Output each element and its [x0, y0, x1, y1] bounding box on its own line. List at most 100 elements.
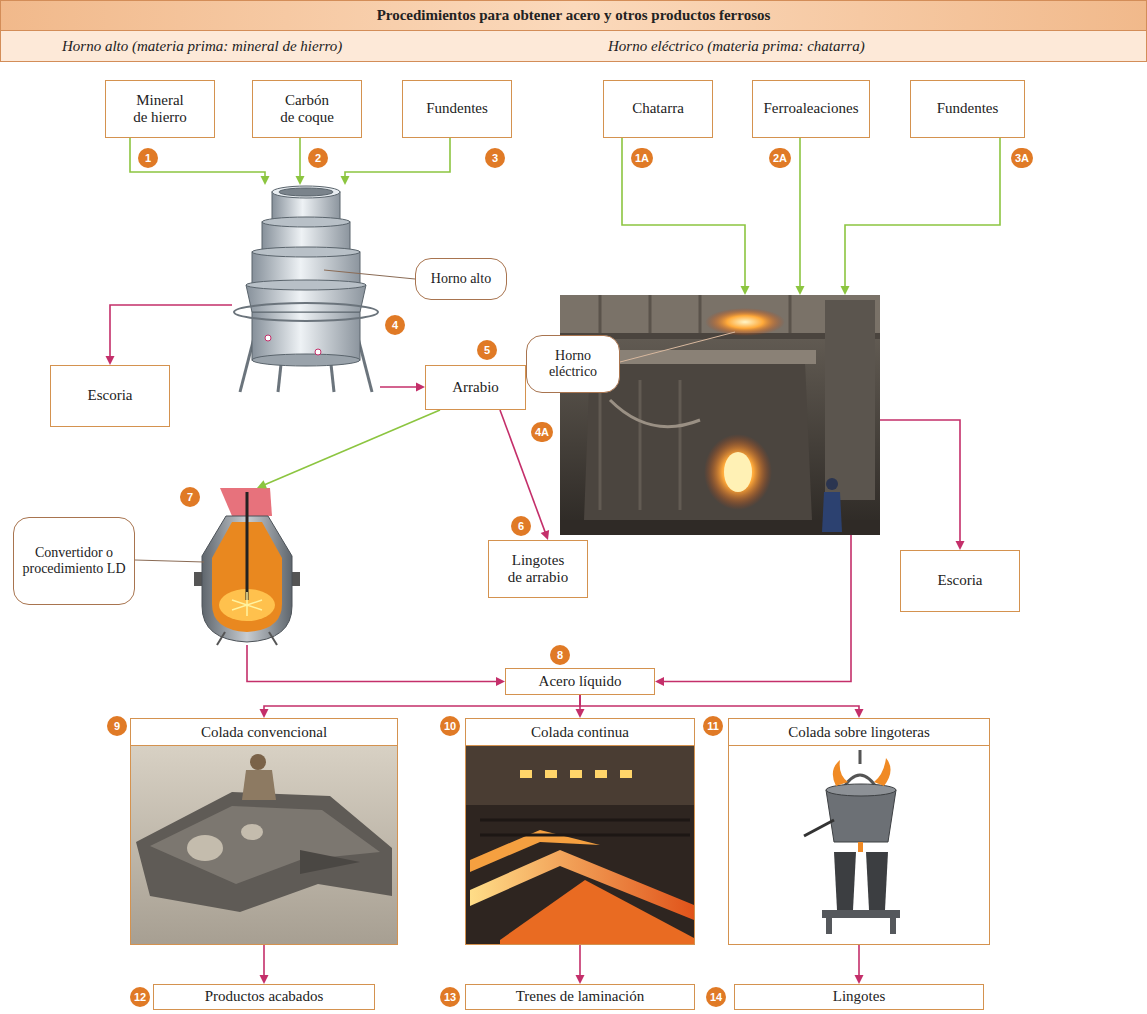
subtitle: Horno alto (materia prima: mineral de hi… — [62, 38, 342, 55]
callout-text: Horno alto — [431, 271, 491, 287]
callout-text: Convertidor o procedimiento LD — [22, 545, 126, 577]
callout-number: 13 — [440, 987, 460, 1007]
arrow-head — [261, 176, 270, 185]
box-label: Arrabio — [452, 379, 499, 396]
callout-number: 10 — [440, 716, 460, 736]
callout-number: 2 — [308, 148, 328, 168]
box-label: Carbón de coque — [277, 92, 337, 127]
callout-number-text: 11 — [707, 720, 719, 732]
callout-number-text: 4 — [392, 319, 398, 331]
electric-furnace-photo — [560, 295, 880, 535]
title-band-text: Procedimientos para obtener acero y otro… — [0, 0, 1147, 30]
input-box: Ferroaleaciones — [752, 80, 870, 138]
arrow-head — [257, 480, 267, 488]
callout-number: 9 — [107, 716, 127, 736]
subtitle-text: Horno eléctrico (materia prima: chatarra… — [608, 38, 865, 54]
arrow-head — [655, 677, 664, 686]
callout-number-text: 13 — [444, 991, 456, 1003]
flow-line — [662, 535, 851, 682]
arrow-head — [260, 975, 269, 984]
flow-line — [579, 945, 581, 977]
subtitle: Horno eléctrico (materia prima: chatarra… — [608, 38, 865, 55]
arrow-head — [855, 709, 864, 718]
blast-furnace-drawing — [234, 186, 378, 392]
callout-number-text: 2A — [773, 152, 787, 164]
panel-header: Colada convencional — [131, 719, 397, 746]
callout-number: 4 — [385, 315, 405, 335]
box-label: Fundentes — [937, 100, 999, 117]
flow-line — [580, 695, 859, 711]
panel-header: Colada sobre lingoteras — [729, 719, 989, 746]
flow-line — [380, 386, 418, 388]
arrow-head — [296, 176, 305, 185]
box-label: Trenes de laminación — [516, 988, 645, 1005]
converter: Convertidor o procedimiento LD — [200, 488, 295, 645]
header-band — [0, 0, 1147, 62]
flow-arrow — [106, 305, 233, 365]
arrow-head — [496, 677, 505, 686]
output-box: Arrabio — [425, 365, 526, 410]
flow-line — [799, 138, 801, 288]
callout-number-text: 1A — [635, 152, 649, 164]
leader-lines — [135, 270, 735, 562]
arrow-head — [741, 286, 750, 295]
arrow-head — [796, 286, 805, 295]
box-label: Fundentes — [426, 100, 488, 117]
flow-line — [622, 138, 745, 288]
callout-number-text: 6 — [518, 520, 524, 532]
box-label: Mineral de hierro — [128, 92, 192, 127]
casting-panel: Colada sobre lingoteras — [728, 718, 990, 945]
input-box: Fundentes — [402, 80, 512, 138]
flow-arrow — [500, 410, 549, 540]
product-box: Productos acabados — [153, 984, 375, 1010]
electric-furnace: Horno eléctrico — [560, 295, 880, 535]
output-box: Escoria — [900, 550, 1020, 612]
flow-line — [299, 138, 301, 178]
panel-heading: Colada convencional — [201, 724, 327, 741]
flow-arrow — [247, 645, 505, 686]
arrow-head — [956, 541, 965, 550]
callout-bubble: Horno alto — [415, 258, 507, 300]
flow-line — [264, 695, 580, 711]
arrow-head — [341, 176, 350, 185]
flow-arrow — [576, 945, 585, 984]
callout-number-text: 1 — [145, 152, 151, 164]
arrow-head — [106, 356, 115, 365]
flow-line — [845, 138, 1000, 288]
flow-line — [880, 420, 960, 543]
callout-number-text: 12 — [134, 991, 146, 1003]
flow-arrow — [580, 695, 864, 718]
output-box: Lingotes de arrabio — [488, 540, 588, 598]
arrow-head — [855, 975, 864, 984]
callout-bubble: Horno eléctrico — [526, 335, 620, 393]
flow-arrow — [855, 945, 864, 984]
callout-number: 2A — [769, 148, 791, 168]
product-box: Lingotes — [734, 984, 984, 1010]
blast-furnace: Horno alto — [232, 185, 380, 395]
callout-bubble: Convertidor o procedimiento LD — [13, 517, 135, 605]
flow-line — [247, 645, 498, 682]
steel-box: Acero líquido — [505, 668, 655, 695]
flow-arrow — [796, 138, 805, 295]
callout-number-text: 14 — [710, 991, 722, 1003]
callout-number: 12 — [130, 987, 150, 1007]
callout-number: 5 — [477, 340, 497, 360]
callout-number: 3A — [1011, 148, 1033, 168]
callout-number: 1 — [138, 148, 158, 168]
box-label: Lingotes de arrabio — [503, 552, 573, 587]
flow-line — [130, 138, 265, 178]
callout-number: 7 — [180, 487, 200, 507]
flow-arrow — [341, 138, 451, 185]
box-label: Ferroaleaciones — [764, 100, 859, 117]
flow-arrow — [260, 695, 581, 718]
flow-arrow — [296, 138, 305, 185]
flow-arrow — [655, 535, 851, 686]
title: Procedimientos para obtener acero y otro… — [377, 7, 771, 24]
flow-line — [858, 945, 860, 977]
box-label: Productos acabados — [205, 988, 324, 1005]
callout-number: 11 — [703, 716, 723, 736]
panel-heading: Colada sobre lingoteras — [788, 724, 930, 741]
input-box: Fundentes — [910, 80, 1025, 138]
flow-arrow — [622, 138, 750, 295]
